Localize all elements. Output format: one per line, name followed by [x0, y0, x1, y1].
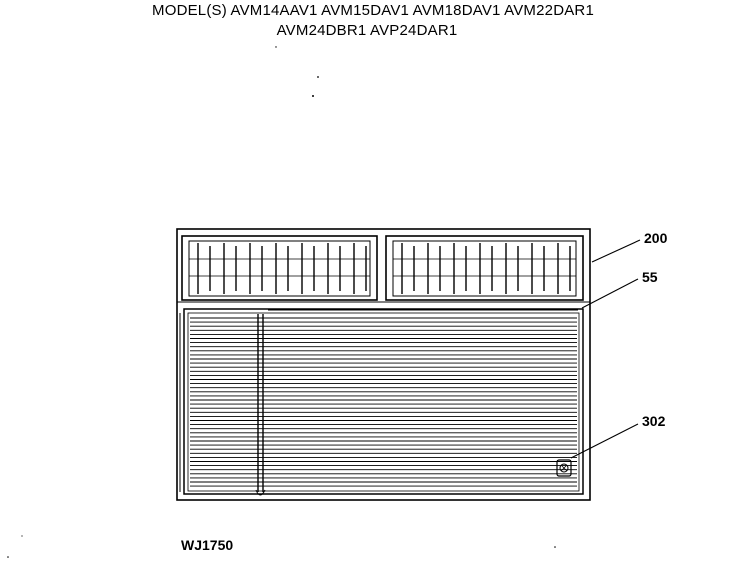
leader-302	[570, 423, 639, 459]
leader-200	[591, 239, 641, 263]
scan-specks	[7, 46, 556, 558]
louver-grille-left	[181, 235, 378, 301]
louver-grille-right	[385, 235, 584, 301]
models-title-line-1: MODEL(S) AVM14AAV1 AVM15DAV1 AVM18DAV1 A…	[152, 2, 594, 19]
leader-lines	[570, 239, 641, 459]
front-panel	[179, 308, 584, 496]
control-knob	[556, 459, 572, 477]
callout-55: 55	[642, 269, 658, 285]
diagram-code: WJ1750	[181, 537, 234, 553]
models-title-line-2: AVM24DBR1 AVP24DAR1	[276, 22, 458, 39]
leader-55	[581, 278, 639, 309]
callout-302: 302	[642, 413, 666, 429]
cabinet-outline	[176, 228, 591, 501]
callout-200: 200	[644, 230, 668, 246]
